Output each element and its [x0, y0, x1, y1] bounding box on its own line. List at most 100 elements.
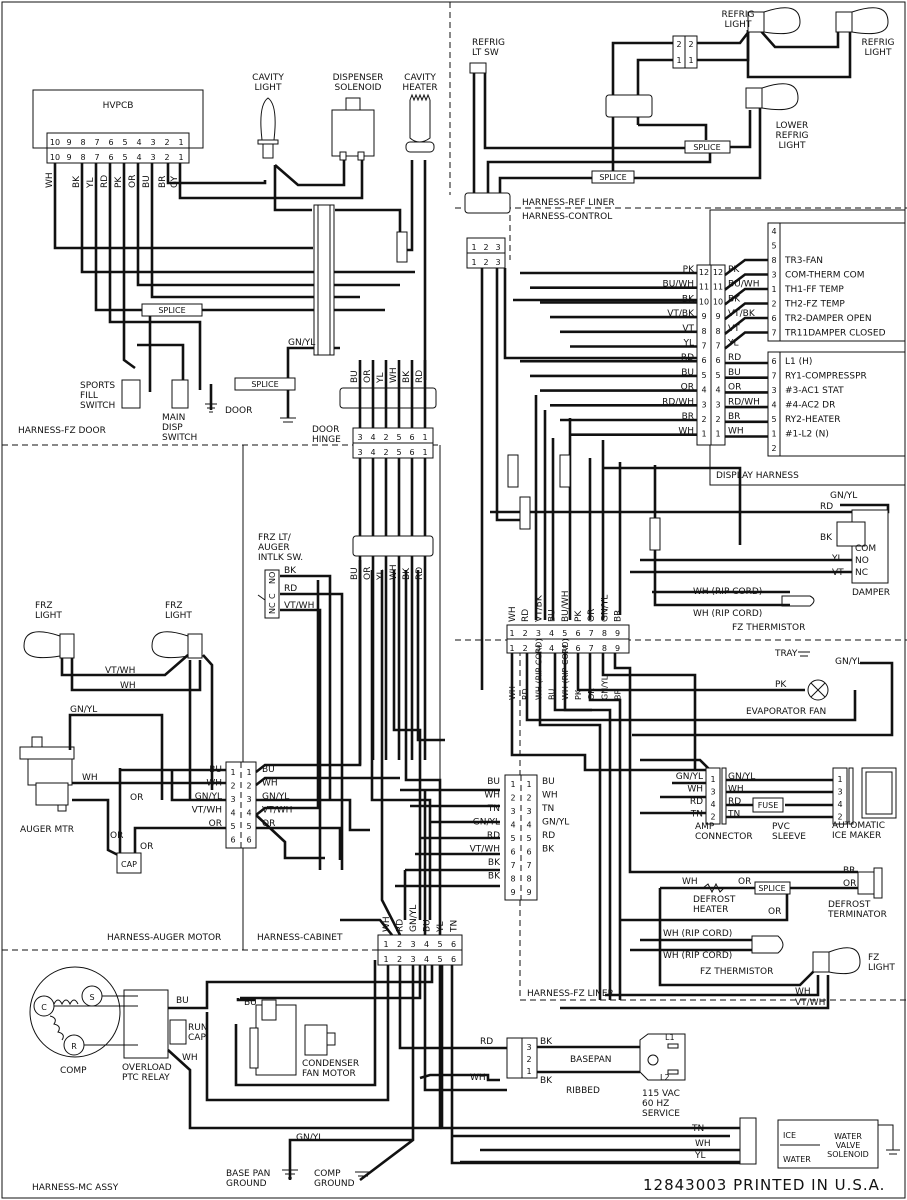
svg-text:VT/WH: VT/WH	[284, 601, 314, 611]
ref-conn-pin: 3	[495, 258, 500, 267]
display-wire	[724, 273, 768, 291]
hvpcb-pin: 6	[108, 153, 113, 162]
fz-liner-pin: 7	[589, 644, 594, 653]
harness-fz-liner-label: HARNESS-FZ LINER	[527, 989, 614, 999]
door-hinge-pin: 2	[383, 448, 388, 457]
display-pin: 6	[771, 314, 776, 323]
hvpcb-pin: 2	[164, 138, 169, 147]
display-pin: 3	[771, 271, 776, 280]
cabinet-wire-label-left: BK	[488, 872, 501, 882]
auger-pin: 4	[230, 809, 235, 818]
hinge-wire-label: YL	[376, 372, 386, 384]
cabinet-pin: 7	[526, 861, 531, 870]
cabinet-pin: 7	[510, 861, 515, 870]
hvpcb-pin: 8	[80, 153, 85, 162]
frz-light-1-icon	[23, 631, 75, 659]
cabinet-pin: 3	[526, 807, 531, 816]
control-wire-label-left: WH	[678, 427, 694, 437]
ref-conn-pin: 1	[471, 258, 476, 267]
svg-text:YL: YL	[831, 554, 843, 564]
control-wire-label-right: RD/WH	[728, 397, 760, 407]
svg-text:SWITCH: SWITCH	[162, 433, 197, 443]
fz-liner-pin: 4	[549, 644, 554, 653]
amp-wire-label-left: RD	[690, 797, 703, 807]
svg-text:WH: WH	[182, 1053, 198, 1063]
control-pin: 8	[715, 327, 720, 336]
door-hinge-pin: 3	[357, 448, 362, 457]
dispenser-solenoid-icon	[331, 97, 375, 161]
fz-thermistor-top-icon	[781, 595, 815, 607]
hinge-wire-label: BU	[350, 370, 360, 383]
display-lower-block	[767, 351, 906, 457]
auger-wire-label-right: BU	[262, 765, 275, 775]
hvpcb-wire-label: BU	[142, 175, 152, 188]
display-terminal-label: #1-L2 (N)	[785, 430, 829, 440]
display-upper-block	[767, 222, 906, 342]
svg-text:LIGHT: LIGHT	[868, 963, 895, 973]
control-wire-label-right: VT	[728, 324, 740, 334]
frz-light-2-label: FRZ	[165, 601, 183, 611]
cabinet-wire-label-left: BK	[488, 858, 501, 868]
control-wire-label-left: OR	[681, 383, 694, 393]
cabinet-pin: 2	[510, 794, 515, 803]
cavity-light-label: CAVITY	[252, 73, 284, 83]
door-hinge-pin: 5	[396, 433, 401, 442]
control-wire-label-right: BK	[728, 294, 741, 304]
sports-fill-switch-icon	[121, 379, 141, 409]
mc-wire-label: RD	[396, 919, 406, 932]
ref-conn-pin: 1	[471, 243, 476, 252]
mc-pin: 5	[437, 955, 442, 964]
control-wire-label-left: BU/WH	[663, 280, 694, 290]
svg-text:GROUND: GROUND	[226, 1179, 267, 1189]
ribbed-label: RIBBED	[566, 1086, 600, 1096]
harness-ref-liner-label: HARNESS-REF LINER	[522, 198, 615, 208]
control-pin: 1	[715, 430, 720, 439]
damper-terminal: NC	[855, 568, 868, 578]
frz-light-2-icon	[151, 631, 203, 659]
fz-liner-pin: 5	[562, 629, 567, 638]
control-pin: 4	[701, 386, 706, 395]
main-disp-switch-icon	[171, 379, 189, 409]
fz-liner-pin: 1	[509, 644, 514, 653]
cabinet-pin: 5	[526, 834, 531, 843]
svg-text:WH: WH	[470, 1073, 486, 1083]
hvpcb-pin: 10	[50, 153, 60, 162]
auger-wire-label-right: GN/YL	[262, 792, 289, 802]
svg-text:GN/YL: GN/YL	[70, 705, 97, 715]
control-pin: 10	[713, 297, 723, 306]
door-hinge-pin: 6	[409, 433, 414, 442]
control-wire-label-left: BR	[682, 412, 694, 422]
svg-text:ICE MAKER: ICE MAKER	[832, 831, 881, 841]
frz-light-1-label: FRZ	[35, 601, 53, 611]
display-harness-label: DISPLAY HARNESS	[716, 471, 799, 481]
control-wire-label-right: RD	[728, 353, 741, 363]
cabinet-wire-label-left: WH	[484, 791, 500, 801]
control-wire-label-right: BU/WH	[728, 280, 759, 290]
mc-wire-label: TN	[450, 920, 460, 933]
control-pin: 2	[701, 415, 706, 424]
tray-label: TRAY	[774, 649, 798, 659]
cabinet-wire-label-right: WH	[542, 791, 558, 801]
svg-text:PTC RELAY: PTC RELAY	[122, 1073, 170, 1083]
fz-liner-wire-label-bottom: BR	[614, 689, 623, 700]
door-ground-icon	[205, 403, 296, 423]
mc-pin: 4	[424, 955, 429, 964]
svg-text:CONNECTOR: CONNECTOR	[695, 832, 753, 842]
control-wire-label-left: VT/BK	[667, 309, 695, 319]
svg-text:WH (RIP CORD): WH (RIP CORD)	[663, 951, 732, 961]
svg-text:LIGHT: LIGHT	[725, 20, 752, 30]
water-label: WATER	[783, 1155, 811, 1164]
svg-text:RD: RD	[284, 584, 297, 594]
cabinet-wire-label-left: BU	[487, 777, 500, 787]
ice-maker-connector	[832, 767, 897, 825]
mc-wire-label: YL	[436, 921, 446, 933]
control-wire-label-left: RD/WH	[662, 397, 694, 407]
damper-terminal: NO	[855, 556, 869, 566]
control-wire-label-left: VT	[682, 324, 694, 334]
frz-lt-sw-label: FRZ LT/	[258, 533, 292, 543]
hvpcb-pin: 5	[122, 153, 127, 162]
hvpcb-pin: 4	[136, 138, 141, 147]
svg-text:WH: WH	[120, 681, 136, 691]
